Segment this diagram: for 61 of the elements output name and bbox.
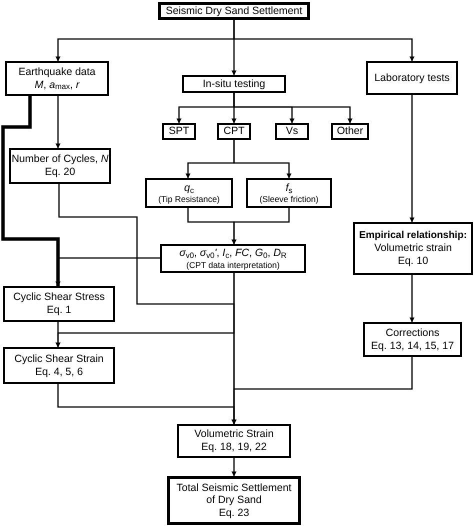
arrow bbox=[232, 208, 290, 244]
process-box bbox=[366, 61, 458, 95]
process-box bbox=[160, 244, 306, 273]
process-box bbox=[3, 347, 115, 384]
node-text: In-situ testing bbox=[202, 78, 266, 90]
process-box bbox=[5, 61, 109, 96]
process-box bbox=[158, 2, 310, 20]
node-text: q$_{c}$ bbox=[184, 182, 194, 194]
arrow bbox=[56, 322, 60, 348]
node-text: Seismic Dry Sand Settlement bbox=[166, 4, 302, 18]
process-box bbox=[182, 75, 286, 93]
process-box bbox=[177, 424, 291, 458]
process-box bbox=[162, 123, 196, 140]
node-text: M, a$_{max}$, r bbox=[34, 78, 80, 92]
node-text: Eq. 23 bbox=[218, 506, 250, 520]
node-text: Volumetric strain bbox=[374, 242, 452, 254]
process-box bbox=[275, 123, 309, 140]
node-text: Vs bbox=[286, 125, 298, 138]
node-text: of Dry Sand bbox=[206, 494, 262, 507]
node-text: Cyclic Shear Stress bbox=[13, 291, 105, 304]
process-box bbox=[217, 123, 251, 140]
node-text: Volumetric Strain bbox=[194, 428, 274, 441]
arrow bbox=[56, 257, 160, 286]
node-text: Eq. 4, 5, 6 bbox=[35, 366, 83, 378]
process-box bbox=[3, 286, 115, 322]
arrow bbox=[232, 458, 236, 476]
node-text: Eq. 1 bbox=[46, 304, 72, 317]
node-text: Earthquake data bbox=[18, 66, 96, 78]
process-box bbox=[246, 178, 332, 208]
arrow bbox=[1, 96, 60, 286]
arrow bbox=[233, 20, 414, 62]
process-box bbox=[167, 476, 301, 525]
node-text: Empirical relationship: bbox=[359, 230, 467, 242]
node-text: (Sleeve friction) bbox=[259, 194, 319, 204]
node-text: SPT bbox=[168, 125, 190, 138]
node-text: σ$_{v0}$, σ$_{v0}$', I$_{c}$, FC, G$_{0}$, D$_{R}$ bbox=[179, 247, 287, 260]
process-box bbox=[353, 222, 473, 275]
node-text: Corrections bbox=[386, 326, 440, 340]
process-box bbox=[145, 178, 233, 208]
process-box bbox=[331, 123, 369, 140]
arrow bbox=[232, 357, 413, 424]
node-text: Cyclic Shear Strain bbox=[14, 352, 104, 366]
node-text: f$_{s}$ bbox=[286, 182, 292, 194]
node-text: Number of Cycles, N bbox=[12, 153, 108, 166]
arrow bbox=[233, 140, 292, 178]
node-text: Eq. 10 bbox=[398, 254, 428, 268]
arrow bbox=[410, 95, 414, 222]
process-box bbox=[363, 322, 462, 357]
node-text: Other bbox=[336, 125, 364, 138]
node-text: Eq. 20 bbox=[44, 166, 76, 179]
node-text: Total Seismic Settlement bbox=[176, 482, 292, 494]
node-text: CPT bbox=[224, 125, 244, 138]
node-text: Eq. 18, 19, 22 bbox=[201, 441, 267, 454]
node-text: (CPT data interpretation) bbox=[186, 260, 280, 270]
node-text: Eq. 13, 14, 15, 17 bbox=[371, 340, 454, 352]
node-text: (Tip Resistance) bbox=[158, 194, 220, 204]
node-text: Laboratory tests bbox=[374, 72, 450, 84]
arrow bbox=[56, 96, 60, 148]
arrow bbox=[233, 93, 352, 124]
process-box bbox=[9, 148, 111, 184]
arrow bbox=[410, 275, 414, 322]
